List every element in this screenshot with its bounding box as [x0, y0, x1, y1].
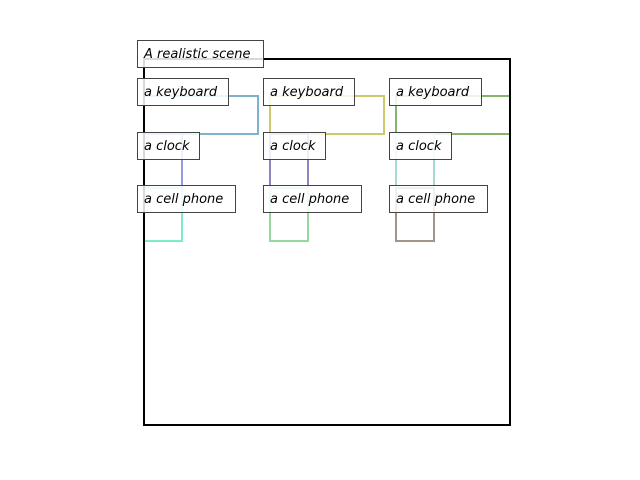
- cell-phone-label-1: a cell phone: [137, 185, 236, 213]
- clock-label-text-3: a clock: [396, 139, 442, 154]
- scene-caption: A realistic scene: [137, 40, 264, 68]
- cell-phone-label-box-1: [137, 185, 236, 213]
- clock-label-text-2: a clock: [270, 139, 316, 154]
- cell-phone-label-3: a cell phone: [389, 185, 488, 213]
- cell-phone-label-box-3: [389, 185, 488, 213]
- clock-label-text-1: a clock: [144, 139, 190, 154]
- scene-frame: [143, 58, 511, 426]
- clock-label-3: a clock: [389, 132, 452, 160]
- cell-phone-label-box-2: [263, 185, 362, 213]
- cell-phone-label-text-2: a cell phone: [270, 192, 349, 207]
- cell-phone-label-2: a cell phone: [263, 185, 362, 213]
- object-boxes-layer: [143, 95, 511, 242]
- keyboard-label-box-3: [389, 78, 482, 106]
- keyboard-label-1: a keyboard: [137, 78, 229, 106]
- keyboard-label-3: a keyboard: [389, 78, 482, 106]
- clock-label-box-2: [263, 132, 326, 160]
- clock-label-box-1: [137, 132, 200, 160]
- scene-caption-text: A realistic scene: [143, 47, 250, 62]
- keyboard-label-text-1: a keyboard: [144, 85, 218, 100]
- labels-layer: A realistic scene a keyboard a clock a cel…: [137, 40, 488, 213]
- keyboard-label-text-2: a keyboard: [270, 85, 344, 100]
- scene-caption-box: [137, 40, 264, 68]
- cell-phone-label-text-1: a cell phone: [144, 192, 223, 207]
- keyboard-label-box-2: [263, 78, 355, 106]
- keyboard-label-box-1: [137, 78, 229, 106]
- keyboard-label-text-3: a keyboard: [396, 85, 470, 100]
- clock-label-1: a clock: [137, 132, 200, 160]
- clock-label-box-3: [389, 132, 452, 160]
- clock-label-2: a clock: [263, 132, 326, 160]
- keyboard-label-2: a keyboard: [263, 78, 355, 106]
- cell-phone-label-text-3: a cell phone: [396, 192, 475, 207]
